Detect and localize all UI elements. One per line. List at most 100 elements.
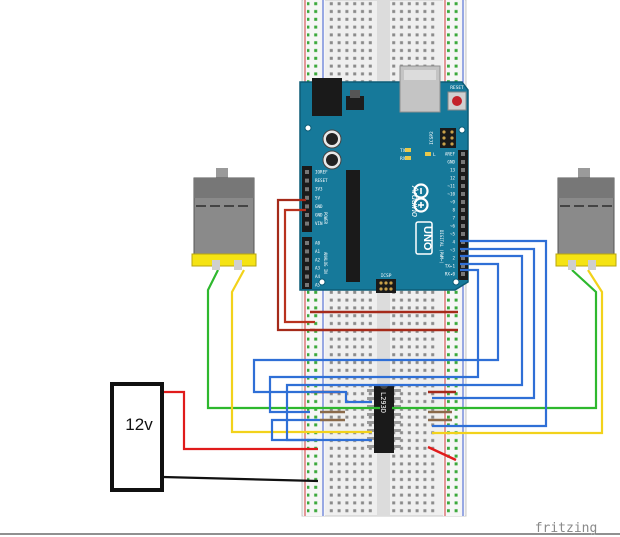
power-jack [312, 78, 342, 116]
header-pin [305, 283, 309, 287]
icsp-header: ICSP [376, 273, 396, 293]
header-pin [305, 213, 309, 217]
arduino-uno-board: RESET ICSP2 TX RX L Arduino [299, 65, 469, 293]
chip-leg [394, 421, 401, 424]
dc-motor-right-icon [555, 168, 617, 270]
rx-label: RX [400, 156, 406, 162]
pin-label: ~3 [450, 248, 456, 253]
wire-battery-negative [162, 475, 319, 483]
wire-motor-right-yellow [432, 269, 604, 435]
pin-label: AREF [445, 152, 456, 157]
reset-label: RESET [450, 85, 464, 91]
chip-leg [367, 421, 374, 424]
header-pin [461, 200, 465, 204]
chip-leg [367, 405, 374, 408]
wires [162, 198, 604, 483]
chip-leg [367, 413, 374, 416]
chip-leg [394, 413, 401, 416]
chip-leg [394, 445, 401, 448]
pin-label: ~11 [447, 184, 455, 189]
pin-label: 3V3 [315, 187, 323, 192]
wire-blue-1 [432, 239, 548, 428]
pin-label: GND [315, 204, 323, 209]
digital-group-label: DIGITAL (PWM~) [439, 230, 444, 264]
pin-label: A3 [315, 266, 321, 271]
chip-leg [367, 389, 374, 392]
pin-label: VIN [315, 221, 323, 226]
header-pin [461, 264, 465, 268]
pin-label: 4 [452, 240, 455, 245]
wire-battery-positive [163, 390, 318, 451]
uno-label: UNO [421, 226, 433, 251]
header-pin [461, 256, 465, 260]
l293d-chip: L293D [367, 385, 401, 453]
wire-5v [276, 198, 315, 332]
chip-leg [394, 429, 401, 432]
header-pin [305, 249, 309, 254]
header-pin [461, 232, 465, 236]
reset-button [452, 96, 462, 106]
pin-label: RESET [315, 178, 328, 183]
chip-leg [394, 389, 401, 392]
pin-label: TX▸1 [445, 264, 456, 269]
header-pin [305, 195, 309, 200]
pin-label: 12 [450, 176, 456, 181]
chip-leg [367, 437, 374, 440]
chip-leg [367, 445, 374, 448]
fritzing-watermark: fritzing [535, 521, 598, 536]
pin-label: 13 [450, 168, 456, 173]
header-pin [461, 192, 465, 196]
header-pin [305, 257, 309, 262]
header-pin [461, 152, 465, 156]
header-pin [461, 216, 465, 220]
battery-box: 12v [110, 382, 164, 492]
header-pin [305, 170, 309, 174]
wire-blue-5 [268, 268, 480, 414]
pin-label: IOREF [315, 170, 328, 175]
header-pin [305, 204, 309, 209]
wire-blue-6 [270, 418, 320, 442]
icsp2-label: ICSP2 [429, 131, 435, 145]
pin-label: 5V [315, 195, 321, 200]
header-pin [461, 208, 465, 212]
chip-leg [367, 397, 374, 400]
arduino-logo-icon [413, 183, 429, 213]
header-pin [305, 178, 309, 183]
chip-leg [394, 397, 401, 400]
pin-label: 8 [452, 208, 455, 213]
header-pin [305, 274, 309, 279]
atmega-chip [346, 170, 360, 282]
header-pin [461, 176, 465, 180]
wire-blue-2 [432, 247, 536, 400]
header-pin [461, 184, 465, 188]
pin-label: RX◂0 [445, 272, 456, 277]
battery-label: 12v [125, 415, 153, 434]
uno-badge: UNO [415, 221, 433, 255]
header-pin [305, 187, 309, 192]
chip-leg [394, 405, 401, 408]
pin-label: GND [447, 160, 455, 165]
header-pin [305, 266, 309, 271]
pin-label: A1 [315, 249, 321, 254]
pin-label: A5 [315, 283, 321, 288]
analog-group-label: ANALOG IN [323, 252, 328, 274]
dc-motor-left-icon [191, 168, 257, 270]
header-pin [461, 160, 465, 164]
icsp-label: ICSP [381, 273, 392, 279]
pin-label: A4 [315, 274, 321, 279]
header-pin [461, 224, 465, 228]
header-pin [461, 272, 465, 276]
chip-leg [367, 429, 374, 432]
wire-motor-right-green [392, 269, 598, 410]
pin-label: ~9 [450, 200, 456, 205]
wire-gnd [283, 208, 315, 324]
pin-label: 7 [452, 216, 455, 221]
tx-label: TX [400, 148, 406, 154]
wire-blue-4 [252, 262, 500, 404]
pin-label: ~5 [450, 232, 456, 237]
breadboard-jumpers [310, 310, 458, 462]
header-pin [305, 241, 309, 245]
pin-label: A2 [315, 257, 321, 262]
wire-motor-left-yellow [230, 269, 372, 434]
